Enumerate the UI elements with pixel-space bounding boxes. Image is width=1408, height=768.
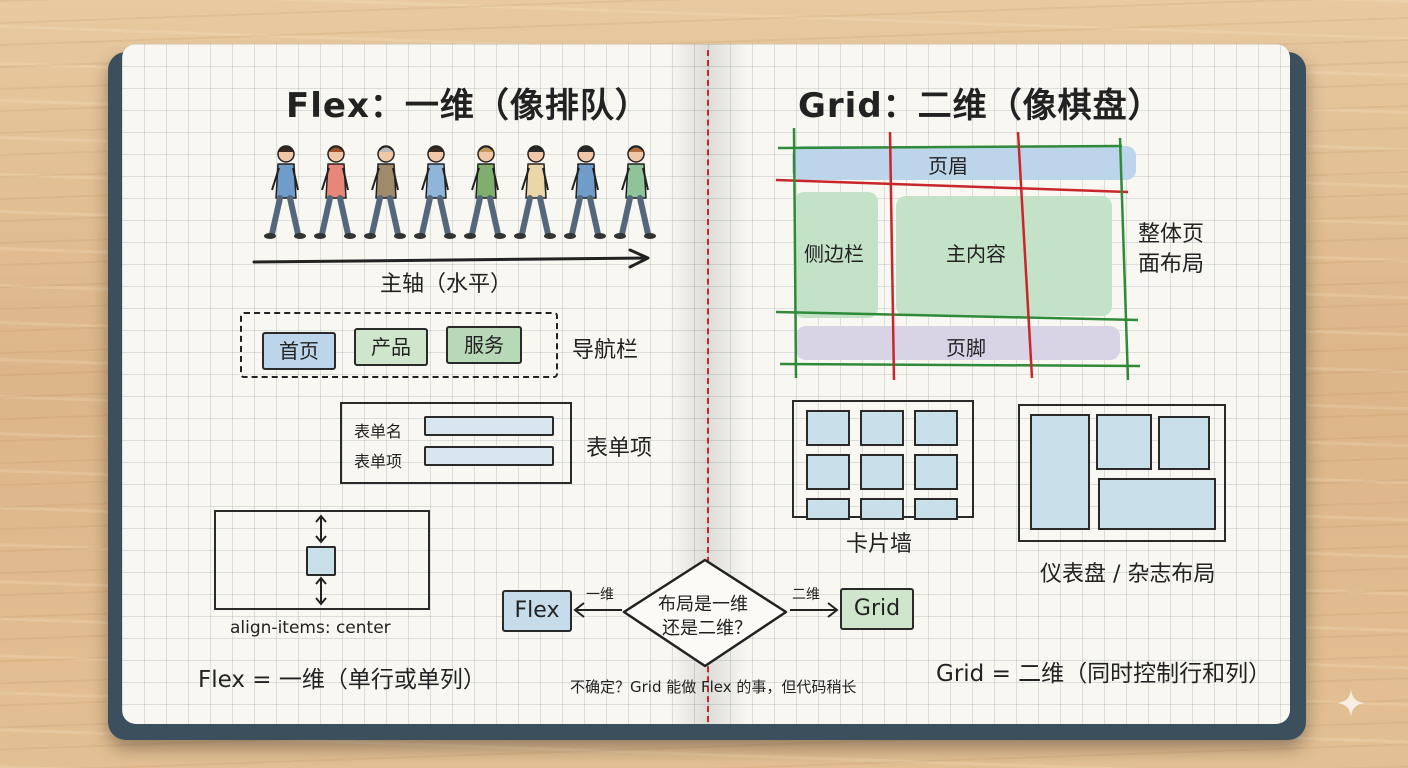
walking-person (414, 145, 456, 239)
card-wall-label: 卡片墙 (846, 532, 913, 557)
layout-grid-lines (775, 127, 1141, 381)
nav-item-services[interactable]: 服务 (446, 326, 522, 364)
main-axis-label: 主轴（水平） (380, 272, 513, 297)
layout-header-label: 页眉 (928, 154, 968, 178)
card-tile (914, 454, 958, 490)
nav-bar-label: 导航栏 (572, 338, 639, 363)
grid-title: Grid：二维（像棋盘） (798, 86, 1163, 126)
form-container (340, 402, 572, 484)
layout-footer (796, 326, 1120, 360)
left-branch-arrow (573, 602, 622, 618)
right-branch-label: 二维 (792, 587, 820, 603)
sparkle-icon (1337, 689, 1365, 717)
nav-item-home[interactable]: 首页 (262, 332, 336, 370)
dashboard-tile-b (1158, 416, 1210, 470)
walking-person (364, 145, 406, 239)
form-field-2-label: 表单项 (354, 452, 403, 471)
dashboard-tile-tall (1030, 414, 1090, 530)
decision-question-line1: 布局是一维 (658, 594, 748, 615)
card-tile (806, 454, 850, 490)
grid-summary: Grid = 二维（同时控制行和列） (936, 661, 1272, 687)
decision-diamond (622, 558, 788, 668)
card-tile (860, 410, 904, 446)
dashboard-label: 仪表盘 / 杂志布局 (1040, 562, 1216, 587)
centered-item (306, 546, 336, 576)
layout-label-line1: 整体页 (1138, 222, 1205, 247)
flex-title: Flex：一维（像排队） (286, 86, 650, 126)
flex-result-box: Flex (502, 590, 572, 632)
decision-note: 不确定？Grid 能做 Flex 的事，但代码稍长 (570, 678, 857, 696)
form-field-2-input[interactable] (424, 446, 554, 466)
card-tile (806, 498, 850, 520)
vertical-arrows-icon (315, 514, 327, 606)
card-tile (860, 498, 904, 520)
dashboard-container (1018, 404, 1226, 542)
walking-person (464, 145, 506, 239)
flex-summary: Flex = 一维（单行或单列） (198, 667, 486, 693)
walking-person (564, 145, 606, 239)
layout-sidebar-label: 侧边栏 (804, 242, 864, 266)
layout-footer-label: 页脚 (946, 336, 986, 360)
layout-header (792, 146, 1136, 180)
decision-question-line2: 还是二维？ (662, 618, 752, 639)
layout-label-line2: 面布局 (1138, 252, 1205, 277)
align-caption: align-items: center (230, 618, 391, 638)
dashboard-tile-a (1096, 414, 1152, 470)
dashboard-tile-wide (1098, 478, 1216, 530)
card-tile (806, 410, 850, 446)
card-tile (860, 454, 904, 490)
form-field-1-label: 表单名 (354, 422, 403, 441)
align-container (214, 510, 430, 610)
left-branch-label: 一维 (586, 587, 614, 603)
right-branch-arrow (790, 602, 839, 618)
card-tile (914, 498, 958, 520)
form-label: 表单项 (586, 436, 653, 461)
card-tile (914, 410, 958, 446)
walking-person (264, 145, 306, 239)
nav-bar-container (240, 312, 558, 378)
main-axis-arrow (252, 248, 650, 269)
walking-person (614, 145, 656, 239)
layout-main (896, 196, 1112, 316)
spine-dashed-line (707, 50, 709, 722)
grid-result-box: Grid (840, 588, 914, 630)
layout-main-label: 主内容 (946, 242, 1006, 266)
walking-person (514, 145, 556, 239)
form-field-1-input[interactable] (424, 416, 554, 436)
walking-person (314, 145, 356, 239)
nav-item-products[interactable]: 产品 (354, 328, 428, 366)
layout-sidebar (794, 192, 878, 318)
